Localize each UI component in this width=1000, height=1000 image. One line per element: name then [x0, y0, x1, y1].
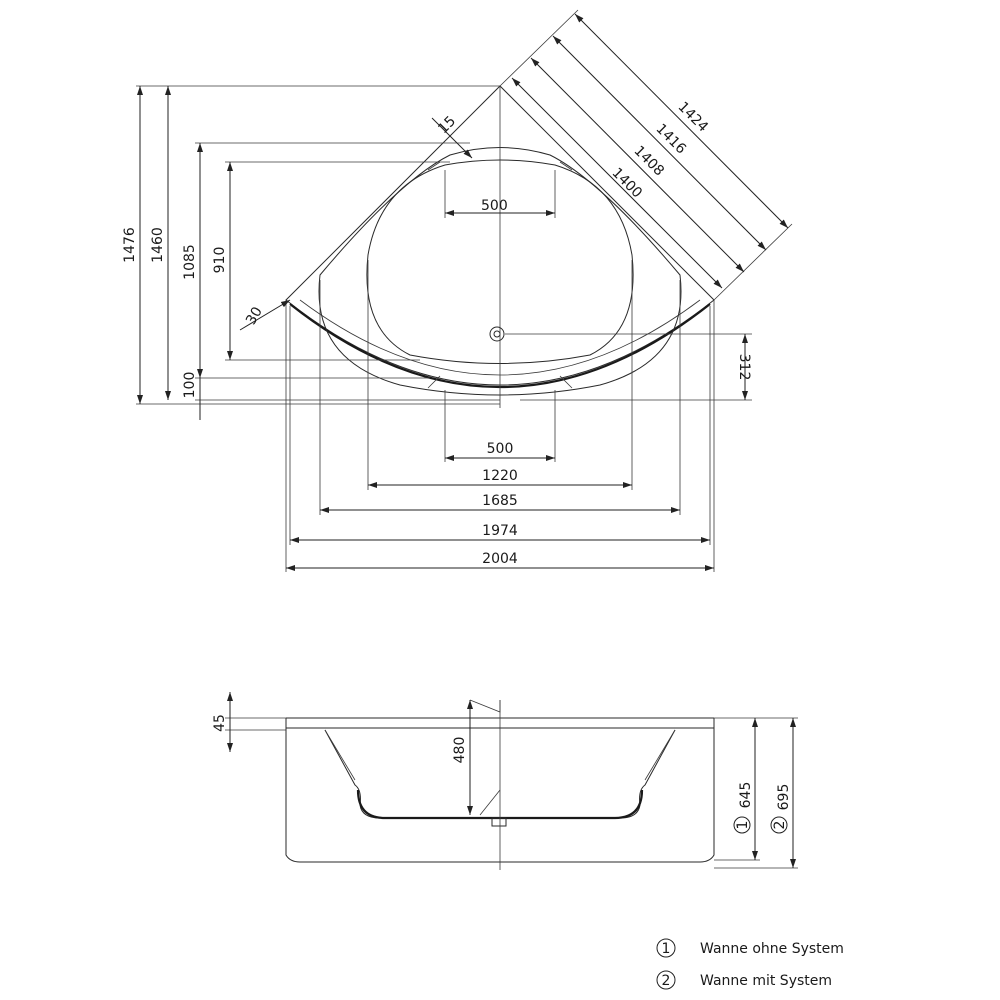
label-695: 695 — [776, 784, 792, 811]
label-1424: 1424 — [675, 99, 712, 136]
label-480: 480 — [452, 737, 468, 764]
dim-line-1424 — [574, 13, 789, 229]
section-basin-left-wall — [324, 729, 356, 781]
drain-inner — [493, 330, 501, 338]
mark-label-2: 2 — [772, 821, 788, 830]
legend-text-1: Wanne ohne System — [700, 941, 844, 957]
label-312: 312 — [736, 354, 752, 381]
diag-ext-top — [499, 9, 579, 87]
label-1400: 1400 — [609, 165, 646, 202]
legend: 1 Wanne ohne System 2 Wanne mit System — [656, 938, 844, 990]
label-1416: 1416 — [653, 121, 690, 158]
legend-text-2: Wanne mit System — [700, 973, 832, 989]
legend-circle-1 — [656, 938, 676, 958]
drain-outer — [489, 326, 505, 342]
legend-mark-2: 2 — [662, 973, 671, 989]
section-break-diag — [479, 789, 501, 816]
label-30: 30 — [243, 304, 266, 327]
label-500: 500 — [487, 441, 514, 457]
label-500-top: 500 — [481, 198, 508, 214]
dim-line-1400 — [511, 77, 723, 289]
dim-line-15 — [431, 117, 473, 159]
headrest-mark-left — [427, 161, 441, 171]
section-view: 45 480 645 695 1 2 — [212, 692, 798, 870]
diag-ext-bot — [713, 223, 793, 301]
legend-circle-2 — [656, 970, 676, 990]
plan-view: 1424 1416 1408 1400 15 30 500 1476 1460 … — [122, 9, 793, 572]
dim-line-1416 — [552, 35, 767, 251]
label-910: 910 — [212, 247, 228, 274]
label-1408: 1408 — [631, 143, 668, 180]
section-basin-right-wall — [644, 729, 676, 781]
label-1460: 1460 — [150, 227, 166, 263]
label-1685: 1685 — [482, 493, 518, 509]
mark-circle-1 — [733, 816, 751, 834]
label-1476: 1476 — [122, 227, 138, 263]
label-1974: 1974 — [482, 523, 518, 539]
label-645: 645 — [738, 782, 754, 809]
label-1085: 1085 — [182, 244, 198, 280]
bottom-mark-right — [559, 375, 573, 389]
label-15: 15 — [435, 113, 459, 137]
legend-item-2: 2 Wanne mit System — [656, 970, 832, 990]
legend-mark-1: 1 — [662, 941, 671, 957]
section-drain — [491, 817, 507, 827]
dim-line-30 — [239, 299, 291, 331]
bottom-mark-left — [427, 375, 441, 389]
label-2004: 2004 — [482, 551, 518, 567]
label-45: 45 — [212, 714, 228, 732]
mark-label-1: 1 — [735, 821, 751, 830]
mark-circle-2 — [770, 816, 788, 834]
dim-line-1408 — [530, 57, 745, 273]
label-1220: 1220 — [482, 468, 518, 484]
label-100: 100 — [182, 372, 198, 399]
legend-item-1: 1 Wanne ohne System — [656, 938, 844, 958]
section-break-line — [469, 699, 501, 713]
